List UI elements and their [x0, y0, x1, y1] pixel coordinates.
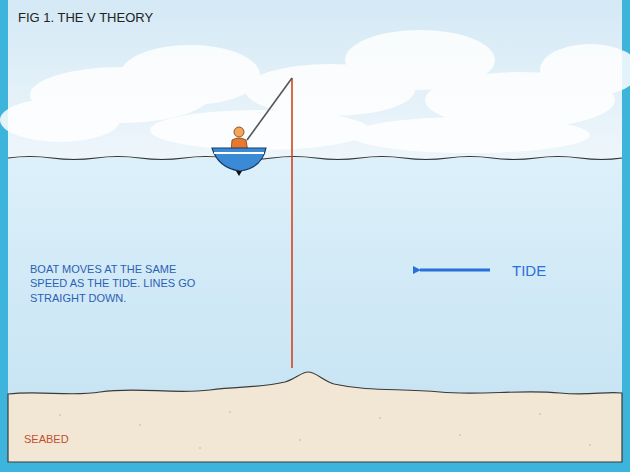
- fishing-line: [291, 78, 293, 368]
- fishing-rod: [247, 78, 292, 140]
- tide-label: TIDE: [512, 261, 546, 281]
- sand-dots: [59, 411, 591, 449]
- clouds: [0, 30, 630, 153]
- note-text: BOAT MOVES AT THE SAME SPEED AS THE TIDE…: [30, 262, 200, 305]
- seabed-label: SEABED: [24, 432, 69, 446]
- seabed: [8, 372, 622, 462]
- boat: [212, 148, 266, 176]
- figure-title: FIG 1. THE V THEORY: [18, 10, 153, 27]
- tide-arrow: [420, 269, 490, 272]
- water: [8, 158, 622, 398]
- water-surface: [8, 157, 622, 160]
